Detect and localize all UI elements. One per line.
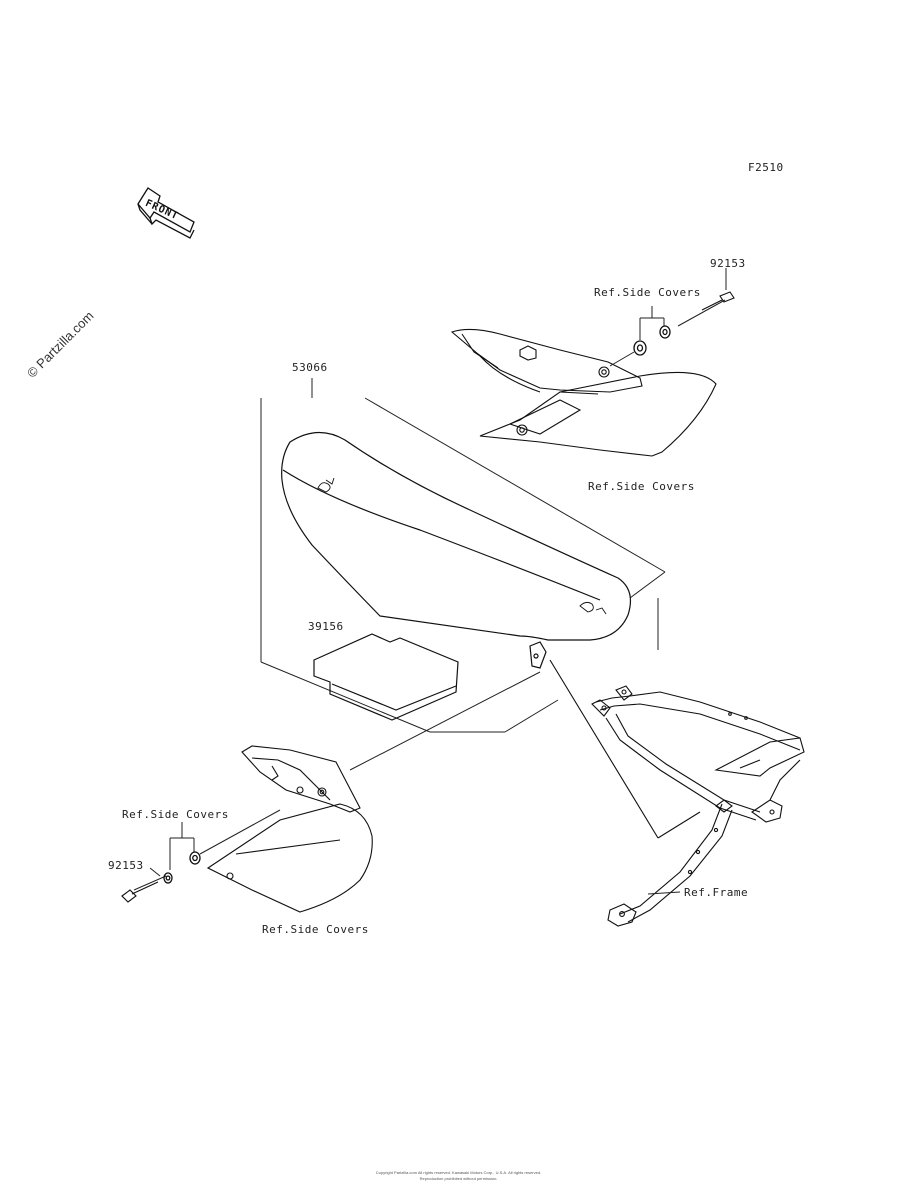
footer-line-2: Reproduction prohibited without permissi… xyxy=(419,1176,498,1181)
leader-frame xyxy=(647,891,681,895)
collar-bottom[interactable] xyxy=(163,851,201,884)
part-label-39156[interactable]: 39156 xyxy=(308,620,344,633)
part-label-53066[interactable]: 53066 xyxy=(292,361,328,374)
frame xyxy=(549,659,805,927)
side-cover-bottom xyxy=(206,745,373,913)
ref-side-covers-top[interactable]: Ref.Side Covers xyxy=(588,480,695,493)
ref-side-covers-top-hardware[interactable]: Ref.Side Covers xyxy=(594,286,701,299)
front-arrow-icon xyxy=(137,187,195,239)
bolt-92153-top[interactable] xyxy=(701,291,735,311)
diagram-id: F2510 xyxy=(748,161,784,174)
footer-line-1: Copyright Partzilla.com All rights reser… xyxy=(375,1170,542,1175)
collar-top[interactable] xyxy=(633,325,671,356)
bolt-92153-bottom[interactable] xyxy=(121,881,159,903)
part-label-92153-top[interactable]: 92153 xyxy=(710,257,746,270)
ref-frame[interactable]: Ref.Frame xyxy=(684,886,749,899)
seat-53066[interactable] xyxy=(281,431,631,669)
top-hardware-leaders xyxy=(639,268,727,340)
seat-pad-39156[interactable] xyxy=(313,633,459,721)
part-label-92153-bottom[interactable]: 92153 xyxy=(108,859,144,872)
ref-side-covers-bottom[interactable]: Ref.Side Covers xyxy=(262,923,369,936)
leader-top-collar-to-cover xyxy=(609,351,635,367)
ref-side-covers-bottom-hardware[interactable]: Ref.Side Covers xyxy=(122,808,229,821)
leader-lower-cover xyxy=(349,671,541,771)
bottom-hardware-leaders xyxy=(133,809,281,891)
side-cover-top xyxy=(450,328,717,457)
seat-leader-box xyxy=(260,378,666,733)
